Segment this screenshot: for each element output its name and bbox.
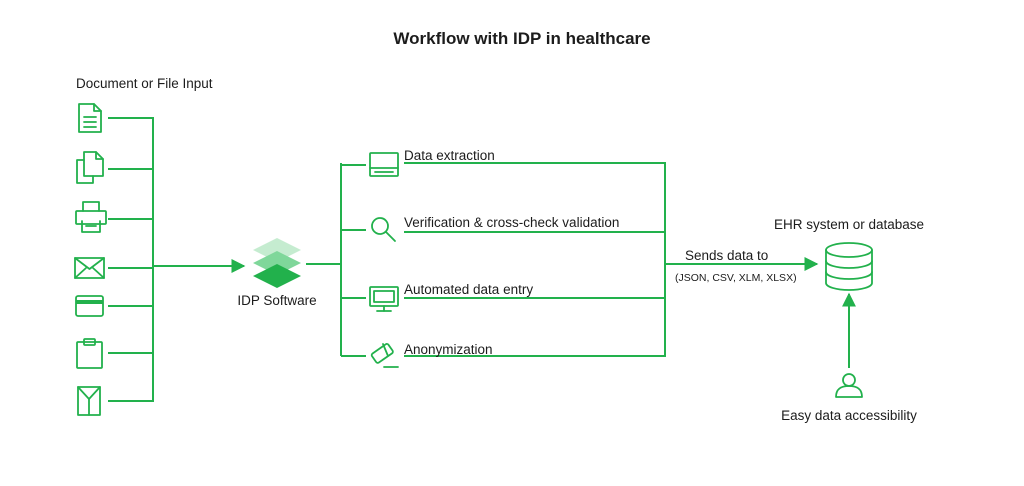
- output-arrow-label: Sends data to: [685, 248, 768, 263]
- input-connectors: [108, 117, 154, 402]
- diagram-title: Workflow with IDP in healthcare: [393, 29, 650, 48]
- extraction-window-icon: [369, 152, 399, 177]
- magnifier-icon: [371, 217, 396, 242]
- document-icon: [78, 103, 102, 133]
- folder-icon: [77, 386, 101, 416]
- user-label: Easy data accessibility: [781, 408, 917, 423]
- layers-icon: [253, 238, 301, 288]
- monitor-icon: [369, 286, 399, 312]
- step-label-anonymization: Anonymization: [404, 342, 493, 357]
- printer-fax-icon: [75, 201, 107, 233]
- output-formats: (JSON, CSV, XLM, XLSX): [675, 272, 797, 284]
- database-icon: [825, 242, 873, 291]
- copy-documents-icon: [76, 151, 104, 184]
- input-section-label: Document or File Input: [76, 76, 213, 91]
- card-icon: [75, 295, 104, 317]
- steps-connectors: [306, 162, 666, 357]
- step-label-automated-entry: Automated data entry: [404, 282, 533, 297]
- clipboard-icon: [76, 338, 103, 369]
- eraser-icon: [370, 343, 399, 368]
- step-label-data-extraction: Data extraction: [404, 148, 495, 163]
- user-icon: [835, 373, 863, 398]
- step-label-verification: Verification & cross-check validation: [404, 215, 619, 230]
- idp-software-label: IDP Software: [237, 293, 316, 308]
- database-label: EHR system or database: [774, 217, 924, 232]
- email-envelope-icon: [74, 257, 105, 279]
